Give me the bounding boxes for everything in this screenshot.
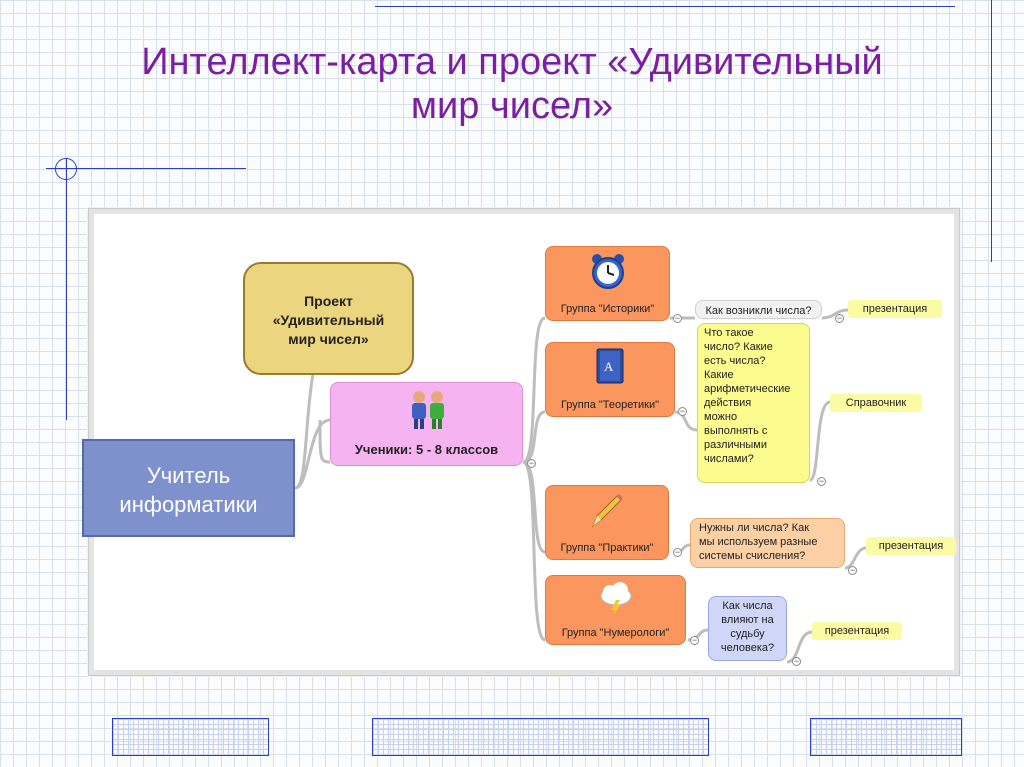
- project-line1: Проект: [304, 293, 353, 309]
- collapse-toggle[interactable]: −: [527, 458, 536, 468]
- top-decor-line: [375, 6, 955, 7]
- group-label: Группа "Нумерологи": [561, 627, 670, 639]
- question-text: Как возникли числа?: [705, 305, 812, 317]
- bottom-decor-block: [810, 718, 962, 756]
- project-node[interactable]: Проект «Удивительный мир чисел»: [243, 262, 414, 375]
- question-node[interactable]: Что такое число? Какие есть числа? Какие…: [697, 323, 810, 483]
- question-line: можно: [704, 411, 738, 423]
- two-people-icon: [412, 391, 444, 429]
- leaf-reference[interactable]: Справочник: [830, 394, 922, 412]
- question-line: системы счисления?: [699, 550, 806, 562]
- group-node-practitioners[interactable]: Группа "Практики": [545, 485, 669, 560]
- question-node[interactable]: Как возникли числа?: [695, 300, 822, 319]
- slide-title-line1: Интеллект-карта и проект «Удивительный: [141, 41, 883, 83]
- group-label: Группа "Практики": [560, 542, 654, 554]
- leaf-presentation[interactable]: презентация: [866, 537, 956, 555]
- group-node-theorists[interactable]: A Группа "Теоретики": [545, 342, 675, 417]
- teacher-line1: Учитель: [146, 463, 231, 488]
- teacher-node[interactable]: Учитель информатики: [82, 439, 295, 537]
- teacher-line2: информатики: [119, 492, 258, 517]
- question-node[interactable]: Как числа влияют на судьбу человека?: [708, 596, 787, 661]
- question-line: Нужны ли числа? Как: [699, 522, 810, 534]
- students-label: Ученики: 5 - 8 классов: [354, 442, 499, 457]
- collapse-toggle[interactable]: −: [673, 547, 682, 557]
- question-line: числами?: [704, 453, 754, 465]
- group-node-numerologists[interactable]: Группа "Нумерологи": [545, 575, 686, 645]
- bottom-decor-block: [112, 718, 269, 756]
- project-line2: «Удивительный: [272, 312, 385, 328]
- question-line: действия: [704, 397, 752, 409]
- group-node-historians[interactable]: Группа "Историки": [545, 246, 670, 321]
- book-icon: A: [596, 348, 624, 384]
- collapse-toggle[interactable]: −: [690, 635, 699, 645]
- svg-text:A: A: [604, 359, 614, 374]
- question-line: выполнять с: [704, 425, 768, 437]
- pencil-icon: [591, 494, 623, 528]
- group-label: Группа "Теоретики": [560, 399, 660, 411]
- group-label: Группа "Историки": [560, 303, 655, 315]
- cloud-lightning-icon: [600, 582, 631, 616]
- question-node[interactable]: Нужны ли числа? Как мы используем разные…: [690, 518, 845, 568]
- project-line3: мир чисел»: [288, 331, 369, 347]
- collapse-toggle[interactable]: −: [817, 476, 826, 486]
- question-line: мы используем разные: [699, 536, 818, 548]
- question-line: судьбу: [730, 628, 765, 640]
- collapse-toggle[interactable]: −: [678, 406, 687, 416]
- left-decor-line: [66, 158, 67, 420]
- leaf-presentation[interactable]: презентация: [848, 300, 942, 318]
- collapse-toggle[interactable]: −: [848, 565, 857, 575]
- collapse-toggle[interactable]: −: [835, 313, 844, 323]
- question-line: есть числа?: [704, 355, 766, 367]
- slide-title: Интеллект-карта и проект «Удивительный м…: [60, 40, 964, 128]
- question-line: Как числа: [722, 600, 773, 612]
- question-line: арифметические: [704, 383, 791, 395]
- question-line: Что такое: [704, 327, 754, 339]
- right-decor-line: [991, 0, 992, 262]
- students-node[interactable]: Ученики: 5 - 8 классов: [330, 382, 523, 466]
- question-line: влияют на: [721, 614, 774, 626]
- bottom-decor-block: [372, 718, 709, 756]
- decor-circle: [55, 158, 77, 180]
- collapse-toggle[interactable]: −: [673, 313, 682, 323]
- question-line: человека?: [720, 642, 775, 654]
- left-decor-hline: [46, 168, 246, 169]
- question-line: число? Какие: [704, 341, 773, 353]
- slide-title-line2: мир чисел»: [410, 85, 614, 127]
- question-line: Какие: [704, 369, 734, 381]
- alarm-clock-icon: [591, 254, 624, 289]
- leaf-presentation[interactable]: презентация: [812, 622, 902, 640]
- question-line: различными: [704, 439, 768, 451]
- collapse-toggle[interactable]: −: [792, 656, 801, 666]
